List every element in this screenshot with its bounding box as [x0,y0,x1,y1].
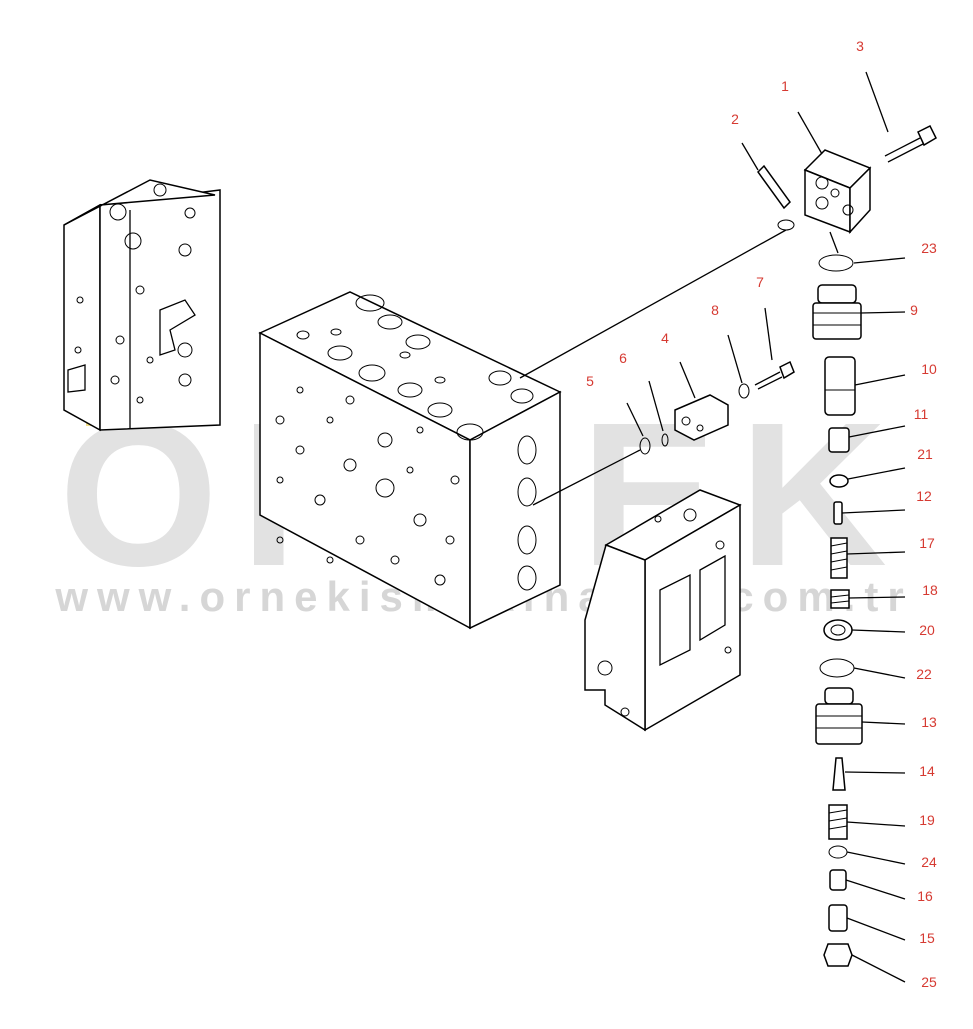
part-9-plug [812,284,862,340]
callout-11: 11 [913,406,929,422]
leader-lines [519,71,906,983]
callout-7: 7 [756,274,764,290]
part-22-oring [819,658,855,678]
callout-3: 3 [856,38,864,54]
callout-8: 8 [711,302,719,318]
callout-21: 21 [917,446,933,462]
side-valve-block [63,179,221,432]
part-1-cover-block [803,149,872,254]
callout-10: 10 [921,361,937,377]
main-valve-block [258,291,562,630]
part-17-spring [830,537,848,579]
callout-18: 18 [922,582,938,598]
callout-6: 6 [619,350,627,366]
part-3-bolt [884,124,937,163]
part-13-plug [815,687,863,745]
callout-24: 24 [921,854,937,870]
part-21-ring [829,474,849,488]
part-12-pin [833,501,843,525]
callout-12: 12 [916,488,932,504]
callout-19: 19 [919,812,935,828]
part-19-spring [828,804,848,840]
part-18-spring [830,589,850,609]
callout-13: 13 [921,714,937,730]
part-2-pin [757,164,795,231]
callout-17: 17 [919,535,935,551]
part-24-oring [828,845,848,859]
callout-25: 25 [921,974,937,990]
callout-1: 1 [781,78,789,94]
callout-15: 15 [919,930,935,946]
part-10-sleeve [824,356,856,416]
part-6-oring [661,433,669,447]
callout-2: 2 [731,111,739,127]
part-20-nut [823,619,853,641]
part-4-adapter [674,394,729,441]
callout-23: 23 [921,240,937,256]
part-11-spool [828,427,850,453]
end-plate-block [584,489,742,732]
callout-14: 14 [919,763,935,779]
callout-20: 20 [919,622,935,638]
part-16-screw [829,869,847,891]
part-7-bolt [754,360,795,390]
part-15-screw [828,904,848,932]
callout-4: 4 [661,330,669,346]
part-14-needle [832,757,846,791]
part-23-oring [818,254,854,272]
callout-5: 5 [586,373,594,389]
part-5-oring [639,437,651,455]
callout-16: 16 [917,888,933,904]
part-25-nut [823,943,853,967]
callout-9: 9 [910,302,918,318]
part-8-washer [738,383,750,399]
callout-22: 22 [916,666,932,682]
